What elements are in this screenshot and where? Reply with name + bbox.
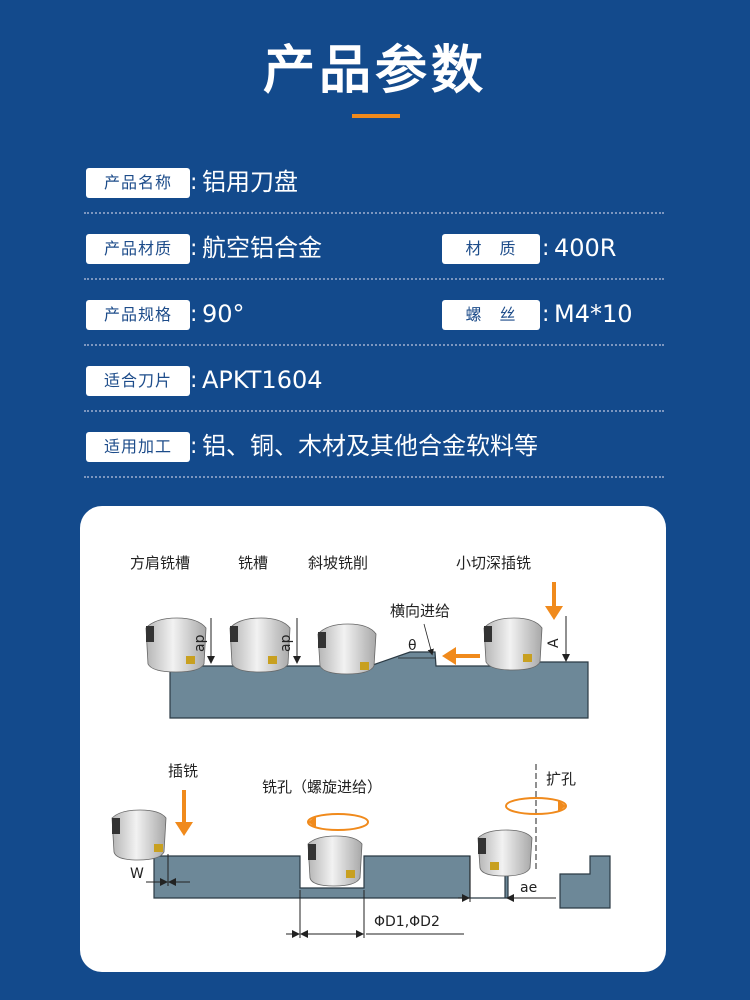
divider: [84, 410, 664, 412]
colon: :: [190, 434, 198, 459]
spec-label-spec: 产品规格: [86, 300, 190, 330]
workpiece-bottom-right: [559, 855, 611, 909]
rotation-arrow-icon: [307, 813, 369, 831]
spec-row-name: 产品名称 : 铝用刀盘: [84, 158, 664, 214]
spec-label-usage: 适用加工: [86, 432, 190, 462]
spec-row-material: 产品材质 : 航空铝合金 材 质 : 400R: [84, 224, 664, 280]
label-ap-1: ap: [192, 634, 208, 652]
divider: [84, 278, 664, 280]
colon: :: [542, 236, 550, 261]
label-a: A: [546, 638, 562, 648]
label-light-plunge: 小切深插铣: [456, 554, 531, 572]
divider: [84, 212, 664, 214]
cutter-icon: [111, 809, 167, 861]
label-ap-2: ap: [278, 634, 294, 652]
label-plunge: 插铣: [168, 762, 198, 780]
spec-label-insert: 适合刀片: [86, 366, 190, 396]
divider: [84, 476, 664, 478]
colon: :: [190, 302, 198, 327]
spec-row-usage: 适用加工 : 铝、铜、木材及其他合金软料等: [84, 422, 664, 478]
label-expand: 扩孔: [546, 770, 576, 788]
label-helical: 铣孔（螺旋进给）: [262, 778, 382, 796]
cutter-icon: [229, 617, 291, 673]
plunge-arrowhead-bottom: [175, 822, 193, 836]
spec-label-name: 产品名称: [86, 168, 190, 198]
machining-diagram-panel: 方肩铣槽 铣槽 斜坡铣削 小切深插铣 横向进给 ap ap θ: [80, 506, 666, 972]
label-slotting: 铣槽: [238, 554, 268, 572]
spec-value-name: 铝用刀盘: [202, 168, 298, 196]
spec-row-insert: 适合刀片 : APKT1604: [84, 356, 664, 412]
colon: :: [190, 170, 198, 195]
cutter-icon: [483, 617, 543, 671]
spec-row-spec: 产品规格 : 90° 螺 丝 : M4*10: [84, 290, 664, 346]
label-ramping: 斜坡铣削: [308, 554, 368, 572]
spec-value-material: 航空铝合金: [202, 234, 322, 262]
label-w: W: [130, 866, 144, 882]
spec-label-insert-material: 材 质: [442, 234, 540, 264]
spec-value-insert: APKT1604: [202, 366, 323, 394]
cutter-icon: [145, 617, 207, 673]
spec-value-screw: M4*10: [554, 300, 633, 328]
cutter-icon: [307, 835, 363, 887]
plunge-arrowhead: [545, 606, 563, 620]
feed-arrowhead: [442, 647, 456, 665]
label-d: ΦD1,ΦD2: [374, 914, 440, 930]
spec-value-usage: 铝、铜、木材及其他合金软料等: [202, 432, 538, 460]
cutter-icon: [477, 829, 533, 877]
cutter-icon: [317, 623, 377, 675]
label-lateral-feed: 横向进给: [390, 602, 450, 620]
machining-diagram: 方肩铣槽 铣槽 斜坡铣削 小切深插铣 横向进给 ap ap θ: [111, 554, 611, 938]
label-theta: θ: [408, 638, 417, 654]
spec-label-material: 产品材质: [86, 234, 190, 264]
label-ae: ae: [520, 880, 537, 896]
divider: [84, 344, 664, 346]
label-square-shoulder: 方肩铣槽: [130, 554, 190, 572]
spec-value-insert-material: 400R: [554, 234, 617, 262]
title-underline: [352, 114, 400, 118]
spec-label-screw: 螺 丝: [442, 300, 540, 330]
spec-value-spec: 90°: [202, 300, 245, 328]
colon: :: [190, 368, 198, 393]
colon: :: [542, 302, 550, 327]
colon: :: [190, 236, 198, 261]
page-title: 产品参数: [262, 41, 487, 101]
